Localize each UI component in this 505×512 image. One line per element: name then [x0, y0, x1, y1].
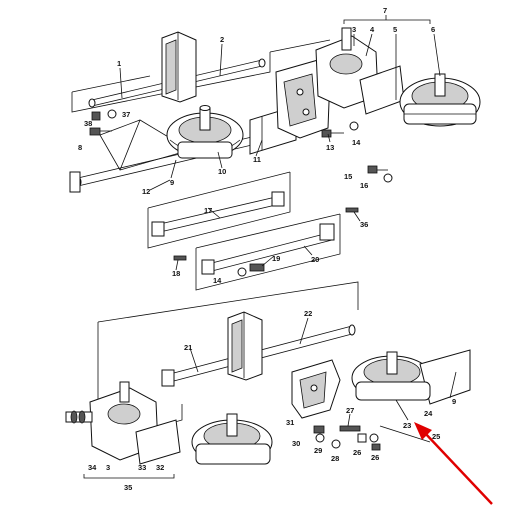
part-label-3-lower: 3 — [106, 463, 110, 472]
gearbox-hub-left — [166, 105, 244, 159]
part-label-5: 5 — [393, 25, 397, 34]
bracket-casting-right — [275, 59, 331, 139]
part-label-33: 33 — [138, 463, 146, 472]
part-label-3: 3 — [352, 25, 356, 34]
part-label-34: 34 — [88, 463, 97, 472]
part-label-28: 28 — [331, 454, 339, 463]
part-label-20: 20 — [311, 255, 319, 264]
part-label-17: 17 — [204, 206, 212, 215]
part-label-11: 11 — [253, 155, 261, 164]
lower-small-hardware — [313, 425, 381, 451]
part-label-24: 24 — [424, 409, 433, 418]
upright-bracket-upper — [161, 31, 197, 103]
group-brackets — [83, 19, 431, 479]
part-label-30: 30 — [292, 439, 300, 448]
tube-part-20 — [201, 223, 335, 275]
part-label-29: 29 — [314, 446, 322, 455]
part-label-32: 32 — [156, 463, 164, 472]
gearbox-lower-right — [351, 349, 471, 405]
gearbox-upper-right — [315, 27, 405, 115]
bracket-casting-lower — [291, 359, 341, 419]
part-label-9-upper: 9 — [170, 178, 174, 187]
part-label-2: 2 — [220, 35, 224, 44]
part-label-14-upper: 14 — [352, 138, 361, 147]
part-label-13: 13 — [326, 143, 334, 152]
part-label-18: 18 — [172, 269, 180, 278]
part-label-15: 15 — [344, 172, 352, 181]
part-label-35: 35 — [124, 483, 132, 492]
part-label-7: 7 — [383, 6, 387, 15]
middle-small-hardware — [173, 207, 359, 277]
part-label-26-b: 26 — [371, 453, 379, 462]
gearbox-hub-right — [399, 73, 481, 127]
middle-tube-assembly — [147, 171, 359, 291]
gearbox-lower-left — [89, 381, 181, 465]
part-label-36: 36 — [360, 220, 368, 229]
part-label-19: 19 — [272, 254, 280, 263]
output-shaft-left — [65, 410, 93, 424]
part-label-31: 31 — [286, 418, 294, 427]
part-label-1: 1 — [117, 59, 121, 68]
highlight-arrow — [414, 422, 493, 505]
part-label-21: 21 — [184, 343, 192, 352]
part-label-27: 27 — [346, 406, 354, 415]
part-label-12: 12 — [142, 187, 150, 196]
gearbox-lower-center — [191, 413, 273, 465]
part-label-9-lower: 9 — [452, 397, 456, 406]
part-label-8: 8 — [78, 143, 82, 152]
part-label-23: 23 — [403, 421, 411, 430]
part-label-25: 25 — [432, 432, 440, 441]
part-labels: 1 2 3 4 5 6 7 8 9 10 11 12 13 14 15 16 1… — [78, 6, 456, 492]
part-label-22: 22 — [304, 309, 312, 318]
part-label-26-a: 26 — [353, 448, 361, 457]
part-label-10: 10 — [218, 167, 226, 176]
part-label-38: 38 — [84, 119, 92, 128]
leader-lines — [119, 15, 457, 427]
upper-small-hardware — [89, 109, 393, 183]
part-label-14-middle: 14 — [213, 276, 222, 285]
tube-part-17 — [151, 191, 285, 237]
part-label-6: 6 — [431, 25, 435, 34]
part-label-4: 4 — [370, 25, 375, 34]
part-label-16: 16 — [360, 181, 368, 190]
lower-assembly — [65, 281, 471, 465]
upright-bracket-lower — [227, 311, 263, 381]
upper-assembly — [69, 27, 481, 193]
part-label-37: 37 — [122, 110, 130, 119]
